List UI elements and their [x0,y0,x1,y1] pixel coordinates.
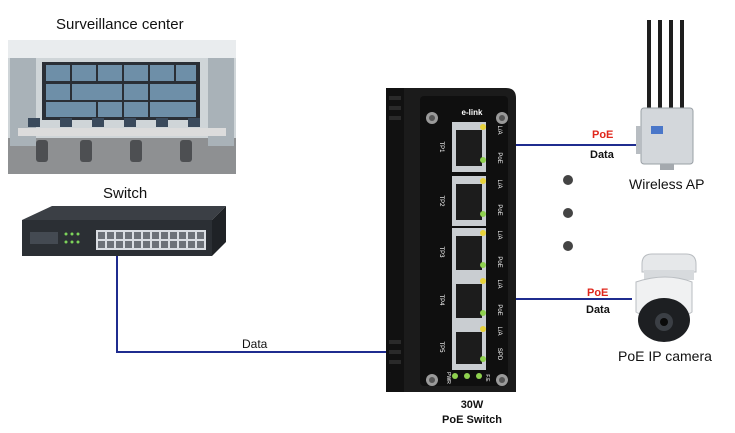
antenna-icon [647,20,651,112]
screw-icon [426,112,438,124]
port-label: TP5 [438,341,444,353]
poe-switch-line1-label: 30W [460,399,484,411]
status-label: SPD [496,348,502,361]
wireless-ap-label: Wireless AP [629,176,705,192]
port-3 [452,228,486,276]
wireless-ap-device [636,20,694,170]
led-label: PWR [445,372,451,384]
surveillance-center-image [8,40,236,174]
antenna-icon [658,20,662,112]
status-label: L/A [496,326,502,335]
port-1 [452,122,486,172]
switch-to-poe-switch-line [116,256,458,353]
status-label: PoE [496,152,502,163]
poe-switch-device: e-link [386,88,516,392]
data-link-label: Data [242,337,268,351]
poe-ip-camera-device [635,253,697,342]
data-ap-label: Data [590,149,614,161]
led-indicator-icon [452,373,482,379]
surveillance-center-label: Surveillance center [56,16,184,33]
screw-icon [426,374,438,386]
port-5 [452,324,486,370]
switch-label: Switch [103,185,148,202]
poe-camera-label: PoE [587,287,609,299]
status-label: L/A [496,279,502,288]
screw-icon [496,374,508,386]
port-label: TP1 [438,141,444,153]
status-label: PoE [496,304,502,315]
screw-icon [496,112,508,124]
brand-text: e-link [462,108,483,117]
led-label: F.E [484,374,490,382]
poe-ap-label: PoE [592,129,614,141]
antenna-icon [669,20,673,112]
port-4 [452,276,486,324]
port-label: TP4 [438,294,444,306]
port-label: TP2 [438,195,444,207]
status-label: PoE [496,256,502,267]
status-label: PoE [496,204,502,215]
data-camera-label: Data [586,304,610,316]
ellipsis-dots-icon [563,175,573,251]
antenna-icon [680,20,684,112]
switch-device [22,206,226,256]
poe-ip-camera-label: PoE IP camera [618,348,712,364]
status-label: L/A [496,230,502,239]
status-label: L/A [496,179,502,188]
poe-switch-line2-label: PoE Switch [442,414,502,426]
port-2 [452,176,486,226]
port-label: TP3 [438,246,444,258]
status-label: L/A [496,125,502,134]
